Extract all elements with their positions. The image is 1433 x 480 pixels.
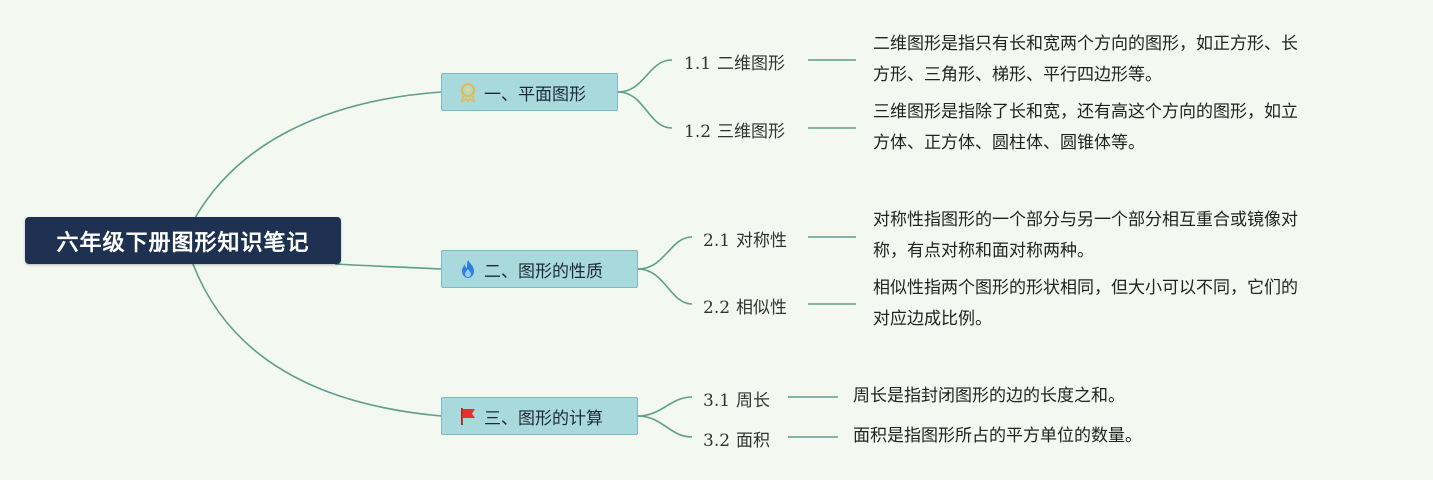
award-ribbon-icon	[458, 82, 478, 103]
subtopic-number: 2.1	[703, 231, 731, 251]
subtopic-label: 三维图形	[717, 122, 786, 142]
root-to-branch-3-line	[192, 263, 442, 417]
description-line: 周长是指封闭图形的边的长度之和。	[853, 386, 1125, 406]
description-line: 二维图形是指只有长和宽两个方向的图形，如正方形、长	[873, 34, 1298, 54]
description-area: 面积是指图形所占的平方单位的数量。	[853, 421, 1142, 452]
subtopic-number: 3.1	[703, 391, 731, 411]
description-3d-shapes: 三维图形是指除了长和宽，还有高这个方向的图形，如立 方体、正方体、圆柱体、圆锥体…	[873, 97, 1298, 159]
subtopic-label: 周长	[736, 391, 771, 411]
description-perimeter: 周长是指封闭图形的边的长度之和。	[853, 381, 1125, 412]
root-title: 六年级下册图形知识笔记	[56, 230, 310, 256]
subtopic-label: 对称性	[736, 231, 788, 251]
branch-2-to-2-1-line	[637, 236, 693, 270]
root-to-branch-1-line	[194, 91, 442, 219]
branch-topic-plane-shapes[interactable]: 一、平面图形	[441, 73, 618, 111]
root-to-branch-2-line	[334, 263, 442, 270]
description-line: 对应边成比例。	[873, 309, 992, 329]
subtopic-label: 面积	[736, 431, 771, 451]
subtopic-label: 二维图形	[717, 54, 786, 74]
description-line: 相似性指两个图形的形状相同，但大小可以不同，它们的	[873, 278, 1298, 298]
subtopic-label: 相似性	[736, 298, 788, 318]
subtopic-number: 1.2	[684, 122, 712, 142]
branch-1-to-1-1-line	[617, 59, 673, 93]
branch-3-to-3-1-line	[637, 396, 693, 417]
subtopic-number: 3.2	[703, 431, 731, 451]
description-line: 对称性指图形的一个部分与另一个部分相互重合或镜像对	[873, 210, 1298, 230]
branch-label: 二、图形的性质	[484, 261, 603, 282]
subtopic-number: 2.2	[703, 298, 731, 318]
description-line: 方形、三角形、梯形、平行四边形等。	[873, 65, 1162, 85]
branch-topic-shape-calculation[interactable]: 三、图形的计算	[441, 397, 638, 435]
description-line: 方体、正方体、圆柱体、圆锥体等。	[873, 133, 1145, 153]
flame-icon	[458, 259, 478, 279]
branch-label: 一、平面图形	[484, 84, 586, 105]
description-line: 三维图形是指除了长和宽，还有高这个方向的图形，如立	[873, 102, 1298, 122]
branch-label: 三、图形的计算	[484, 408, 603, 429]
description-line: 称，有点对称和面对称两种。	[873, 241, 1094, 261]
red-flag-icon	[458, 406, 478, 426]
description-symmetry: 对称性指图形的一个部分与另一个部分相互重合或镜像对 称，有点对称和面对称两种。	[873, 205, 1298, 267]
branch-2-to-2-2-line	[637, 268, 693, 305]
description-2d-shapes: 二维图形是指只有长和宽两个方向的图形，如正方形、长 方形、三角形、梯形、平行四边…	[873, 29, 1298, 91]
description-similarity: 相似性指两个图形的形状相同，但大小可以不同，它们的 对应边成比例。	[873, 273, 1298, 335]
branch-3-to-3-2-line	[637, 415, 693, 438]
description-line: 面积是指图形所占的平方单位的数量。	[853, 426, 1142, 446]
branch-topic-shape-properties[interactable]: 二、图形的性质	[441, 250, 638, 288]
branch-1-to-1-2-line	[617, 91, 673, 129]
root-topic[interactable]: 六年级下册图形知识笔记	[25, 217, 341, 264]
subtopic-number: 1.1	[684, 54, 712, 74]
